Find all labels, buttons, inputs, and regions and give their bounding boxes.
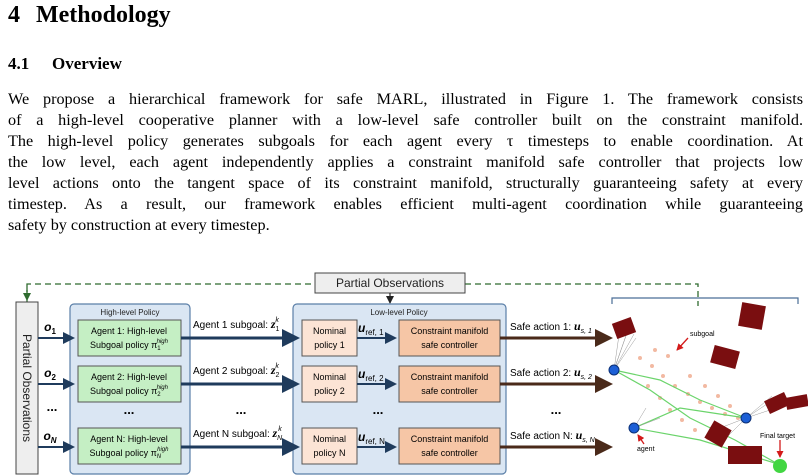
ellipsis: ... — [551, 402, 562, 417]
agent-annotation-arrow — [637, 434, 645, 445]
constraint-manifold-line1: Constraint manifold — [411, 326, 489, 336]
section-number: 4 — [8, 2, 20, 28]
observation-label: o1 — [44, 320, 56, 336]
section-heading: 4 Methodology — [8, 2, 171, 29]
safe-action-label: Safe action N: us, N — [510, 428, 596, 444]
subgoal-annotation-label: subgoal — [690, 331, 715, 338]
section-title: Methodology — [36, 2, 171, 28]
nominal-policy-line1: Nominal — [313, 434, 346, 444]
environment-bracket — [611, 297, 799, 304]
safe-action-label: Safe action 1: us, 1 — [510, 319, 592, 335]
side-observations-box — [15, 301, 39, 475]
ellipsis: ... — [47, 399, 58, 414]
paragraph-line: level actions onto the tangent space of … — [8, 174, 803, 192]
uref-label: uref, 1 — [358, 321, 384, 337]
subgoal-label: Agent 1 subgoal: z1k — [193, 317, 280, 333]
nominal-policy-line2: policy 2 — [314, 386, 345, 396]
constraint-manifold-line2: safe controller — [421, 448, 478, 458]
subsection-title: Overview — [52, 54, 122, 73]
paragraph-line: We propose a hierarchical framework for … — [8, 90, 803, 108]
paragraph-line: The high-level policy generates subgoals… — [8, 132, 803, 150]
high-level-agent-box — [77, 427, 182, 465]
nominal-policy-line2: policy 1 — [314, 340, 345, 350]
framework-diagram: Partial Observations Partial Observation… — [15, 272, 808, 475]
obstacle — [710, 344, 740, 370]
observation-label: oN — [43, 429, 56, 445]
ellipsis: ... — [236, 402, 247, 417]
agent-marker — [628, 422, 640, 434]
constraint-manifold-box — [398, 319, 501, 357]
environment-scene: subgoal agent Final target — [608, 302, 808, 473]
constraint-manifold-box — [398, 427, 501, 465]
subgoal-dots — [638, 348, 750, 458]
obstacle — [611, 317, 637, 339]
overview-paragraph: We propose a hierarchical framework for … — [8, 89, 803, 236]
high-level-agent-line2: Subgoal policy π2high — [90, 385, 169, 398]
observation-label: o2 — [44, 366, 56, 382]
nominal-policy-box — [301, 365, 358, 403]
paragraph-line: safety by construction at every timestep… — [8, 216, 270, 234]
ellipsis: ... — [373, 402, 384, 417]
agent-row-2: o2 Agent 2: High-level Subgoal policy π2… — [38, 363, 613, 403]
high-level-agent-box — [77, 365, 182, 403]
nominal-policy-box — [301, 319, 358, 357]
figure-1: Partial Observations Partial Observation… — [0, 268, 808, 476]
agent-path — [613, 369, 747, 419]
paragraph-line: of a high-level cooperative planner with… — [8, 111, 803, 129]
constraint-manifold-line1: Constraint manifold — [411, 434, 489, 444]
obstacle — [728, 446, 762, 464]
constraint-manifold-line2: safe controller — [421, 386, 478, 396]
obstacle — [764, 392, 790, 414]
paragraph-line: the low level, each agent independently … — [8, 153, 803, 171]
subsection-heading: 4.1 Overview — [8, 54, 122, 74]
high-level-agent-line1: Agent N: High-level — [90, 434, 168, 444]
agent-row-1: o1 Agent 1: High-level Subgoal policy π1… — [38, 317, 613, 357]
obstacle — [704, 420, 732, 448]
agent-path — [633, 407, 747, 429]
high-level-agent-line2: Subgoal policy πNhigh — [90, 447, 170, 460]
nominal-policy-line1: Nominal — [313, 372, 346, 382]
subgoal-label: Agent N subgoal: zNk — [193, 426, 283, 442]
paragraph-line: timestep. As a result, our framework ena… — [8, 195, 803, 213]
final-target-marker — [773, 459, 787, 473]
safe-action-label: Safe action 2: us, 2 — [510, 365, 592, 381]
high-level-agent-line2: Subgoal policy π1high — [90, 339, 169, 352]
final-target-label: Final target — [760, 433, 795, 440]
nominal-policy-line2: policy N — [313, 448, 345, 458]
high-level-agent-line1: Agent 1: High-level — [91, 326, 167, 336]
ellipsis-row: ... ... ... ... ... — [47, 399, 562, 417]
agent-row-n: oN Agent N: High-level Subgoal policy πN… — [38, 426, 613, 465]
agent-annotation-label: agent — [637, 446, 655, 453]
uref-label: uref, N — [358, 430, 385, 446]
low-level-title: Low-level Policy — [370, 308, 427, 317]
high-level-agent-line1: Agent 2: High-level — [91, 372, 167, 382]
agent-marker — [740, 412, 752, 424]
uref-label: uref, 2 — [358, 367, 384, 383]
constraint-manifold-line2: safe controller — [421, 340, 478, 350]
subsection-number: 4.1 — [8, 54, 30, 73]
subgoal-label: Agent 2 subgoal: z2k — [193, 363, 280, 379]
obstacle — [785, 394, 808, 410]
top-observations-label: Partial Observations — [336, 276, 444, 290]
constraint-manifold-line1: Constraint manifold — [411, 372, 489, 382]
high-level-agent-box — [77, 319, 182, 357]
high-level-title: High-level Policy — [100, 308, 159, 317]
ellipsis: ... — [124, 402, 135, 417]
side-observations-label: Partial Observations — [20, 334, 34, 442]
nominal-policy-line1: Nominal — [313, 326, 346, 336]
agent-marker — [608, 364, 620, 376]
subgoal-annotation-arrow — [676, 337, 689, 351]
obstacle — [738, 302, 766, 330]
